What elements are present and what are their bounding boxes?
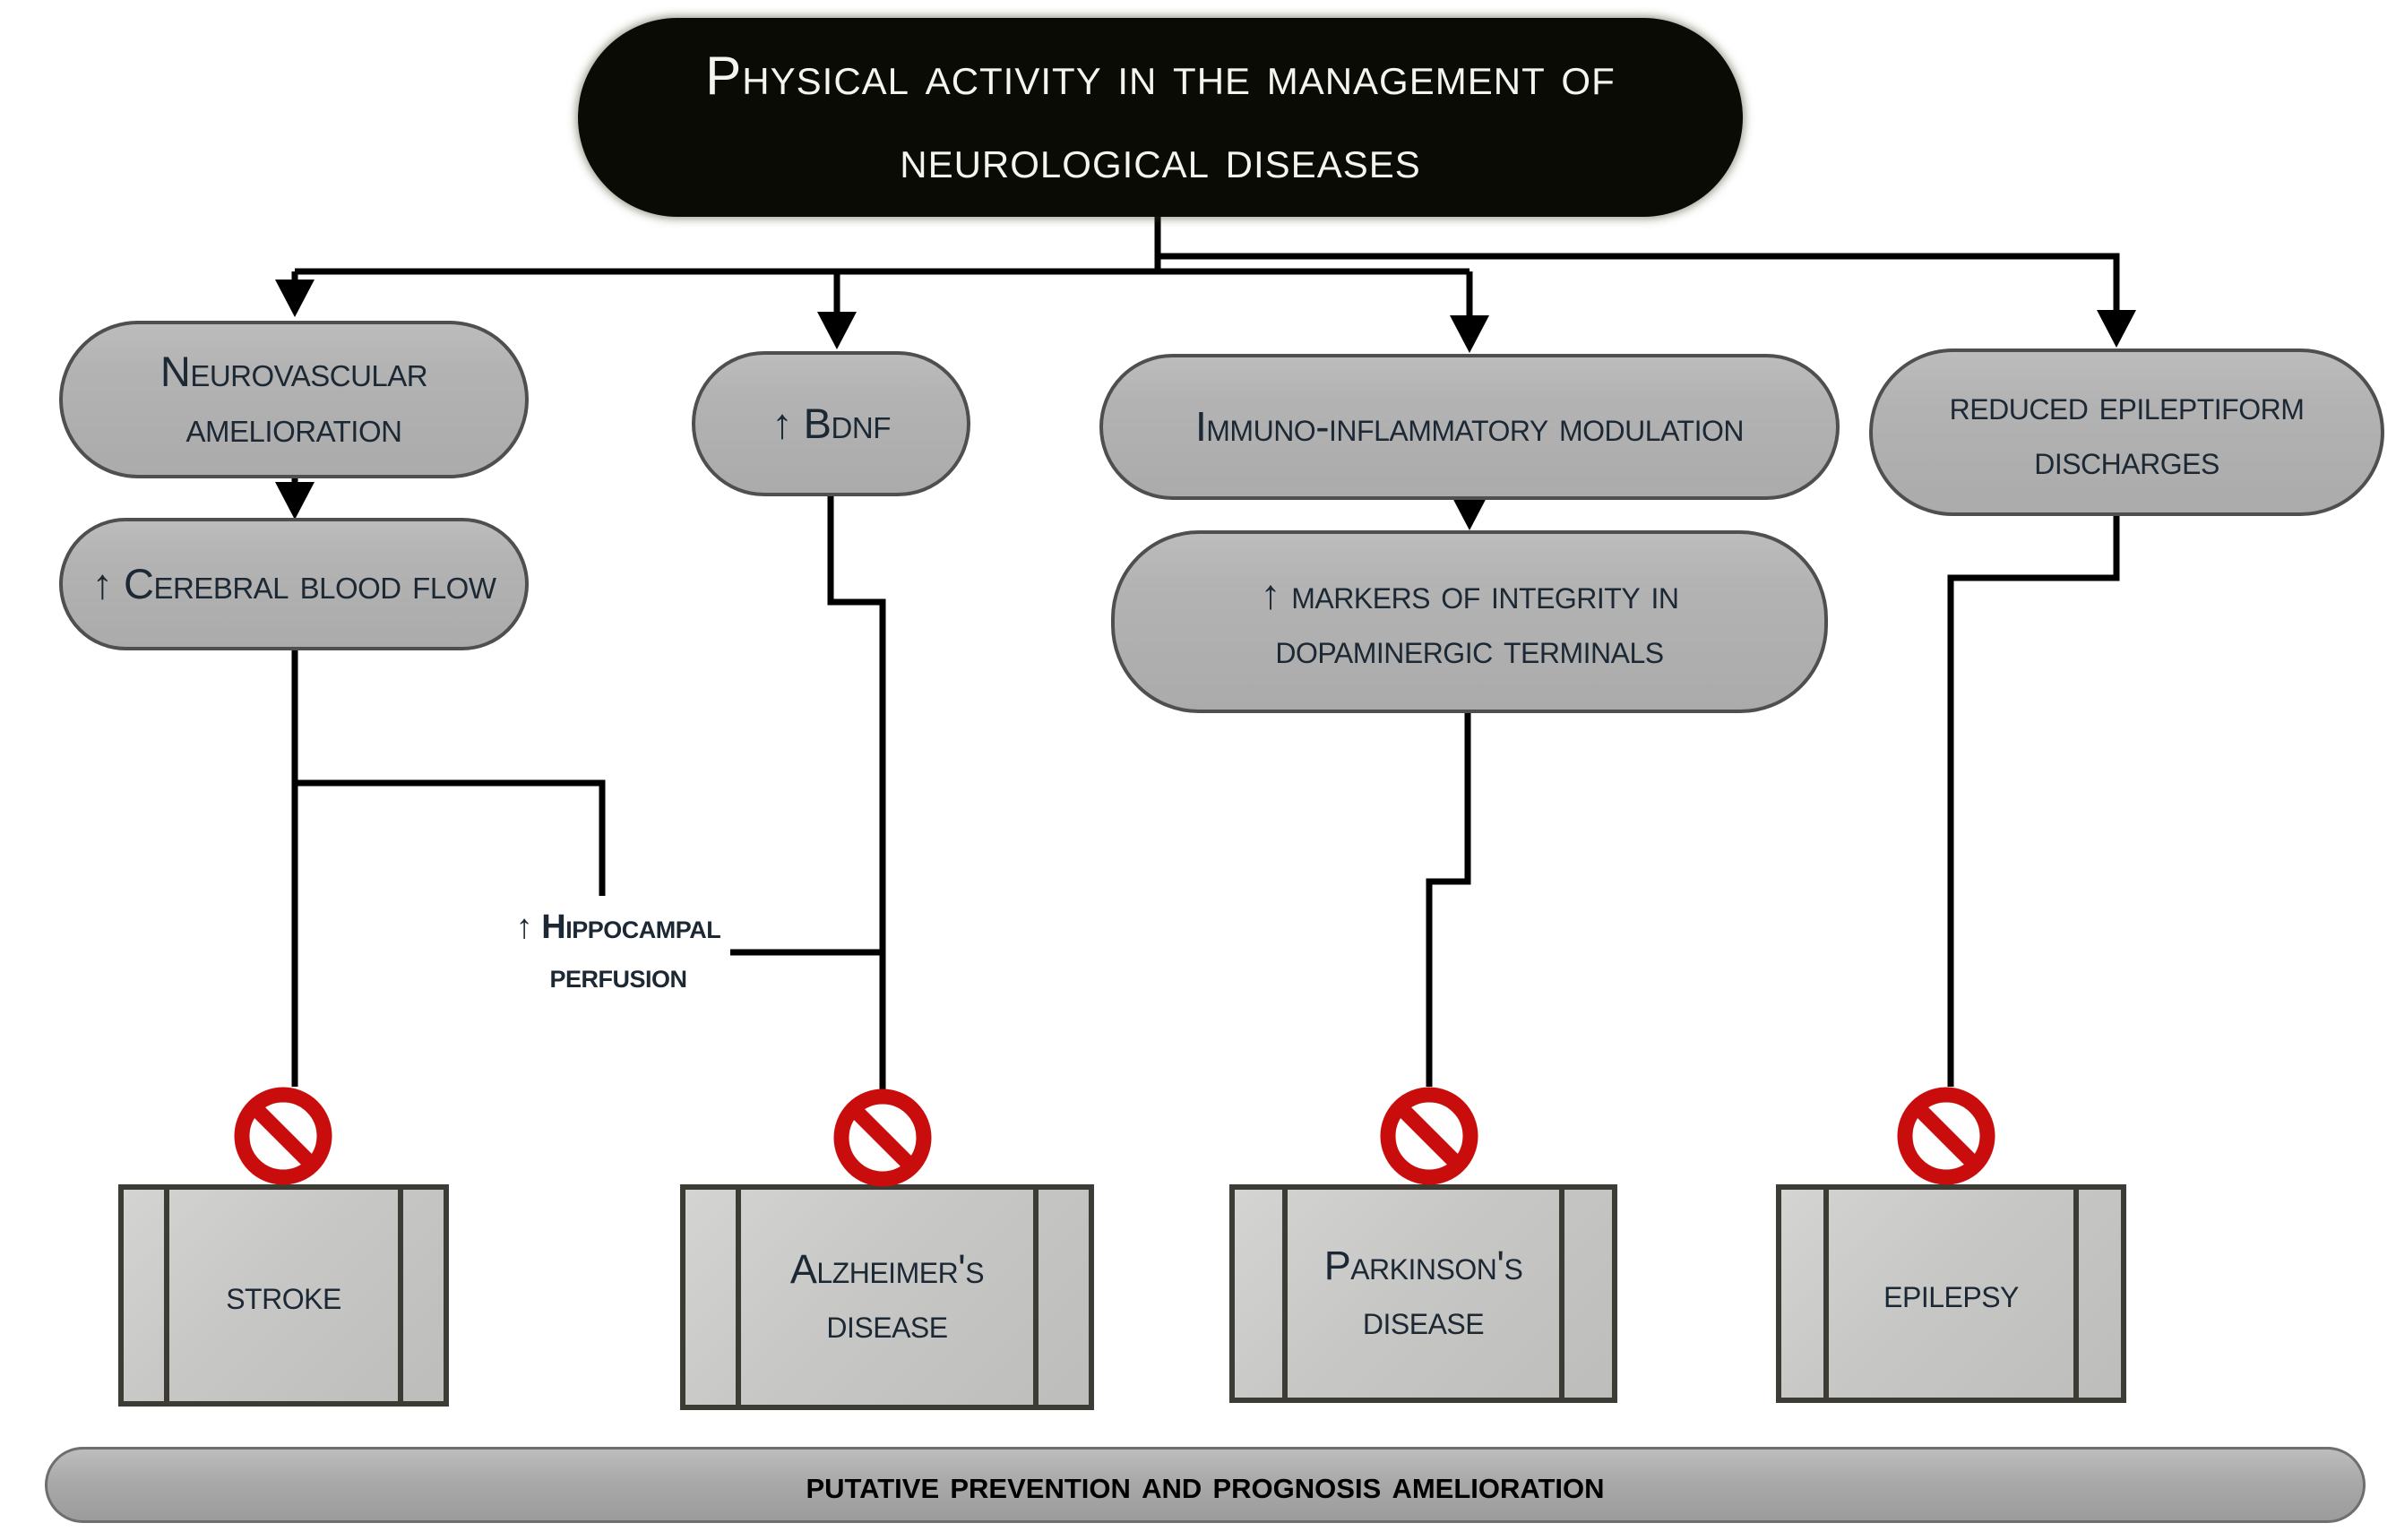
annotation-hippocampal-perfusion: ↑ Hippocampal perfusion	[484, 903, 753, 1002]
box-label: epilepsy	[1883, 1269, 2019, 1316]
arrowhead-down-icon	[1450, 315, 1489, 353]
connector-markers-to-parkinsons	[1426, 713, 1471, 1087]
connector-reduced-to-epilepsy	[1947, 516, 2120, 1087]
box-alzheimers-disease: Alzheimer's disease	[680, 1184, 1094, 1410]
node-cerebral-blood-flow: ↑ Cerebral blood flow	[59, 518, 529, 650]
node-reduced-epileptiform-discharges: reduced epileptiform discharges	[1869, 348, 2384, 516]
box-inner-rule	[736, 1190, 742, 1405]
box-epilepsy: epilepsy	[1776, 1184, 2126, 1403]
box-inner-rule	[163, 1190, 169, 1401]
node-bdnf: ↑ Bdnf	[692, 351, 970, 496]
box-inner-rule	[398, 1190, 404, 1401]
connector-branch-hippocampal	[295, 779, 606, 896]
annotation-line2: perfusion	[549, 958, 687, 996]
node-label: reduced epileptiform discharges	[1949, 381, 2305, 483]
node-label: Immuno-inflammatory modulation	[1195, 403, 1744, 451]
node-immuno-inflammatory-modulation: Immuno-inflammatory modulation	[1099, 354, 1840, 500]
annotation-line1: ↑ Hippocampal	[515, 908, 721, 946]
box-parkinsons-disease: Parkinson's disease	[1229, 1184, 1617, 1403]
arrowhead-down-icon	[817, 312, 857, 349]
no-entry-icons	[234, 1087, 1995, 1187]
node-label: ↑ markers of integrity in dopaminergic t…	[1260, 571, 1679, 672]
box-stroke: stroke	[118, 1184, 449, 1407]
node-label: ↑ Cerebral blood flow	[91, 559, 496, 607]
box-inner-rule	[1281, 1190, 1288, 1398]
arrowhead-down-icon	[275, 482, 315, 520]
no-entry-icon	[1380, 1087, 1478, 1185]
title-node: Physical activity in the management of n…	[578, 18, 1743, 217]
box-label: Alzheimer's disease	[789, 1246, 985, 1346]
no-entry-icon	[234, 1087, 332, 1185]
arrowhead-down-icon	[2097, 310, 2136, 348]
footer-label: putative prevention and prognosis amelio…	[806, 1462, 1605, 1507]
box-inner-rule	[1032, 1190, 1039, 1405]
connector-rail-upper	[1158, 253, 2120, 312]
box-inner-rule	[2073, 1190, 2079, 1398]
box-inner-rule	[1823, 1190, 1830, 1398]
footer-bar: putative prevention and prognosis amelio…	[45, 1447, 2366, 1523]
connector-bdnf-to-alzheimers	[827, 496, 886, 1090]
no-entry-icon	[833, 1088, 932, 1187]
node-label: Neurovascular amelioration	[159, 347, 428, 451]
arrowhead-down-icon	[275, 280, 315, 317]
box-label: stroke	[226, 1271, 341, 1318]
node-label: ↑ Bdnf	[771, 399, 891, 447]
title-text: Physical activity in the management of n…	[705, 46, 1616, 189]
box-inner-rule	[1559, 1190, 1565, 1398]
node-dopaminergic-markers: ↑ markers of integrity in dopaminergic t…	[1111, 530, 1828, 713]
no-entry-icon	[1897, 1087, 1995, 1185]
box-label: Parkinson's disease	[1323, 1243, 1523, 1343]
node-neurovascular-amelioration: Neurovascular amelioration	[59, 321, 529, 478]
